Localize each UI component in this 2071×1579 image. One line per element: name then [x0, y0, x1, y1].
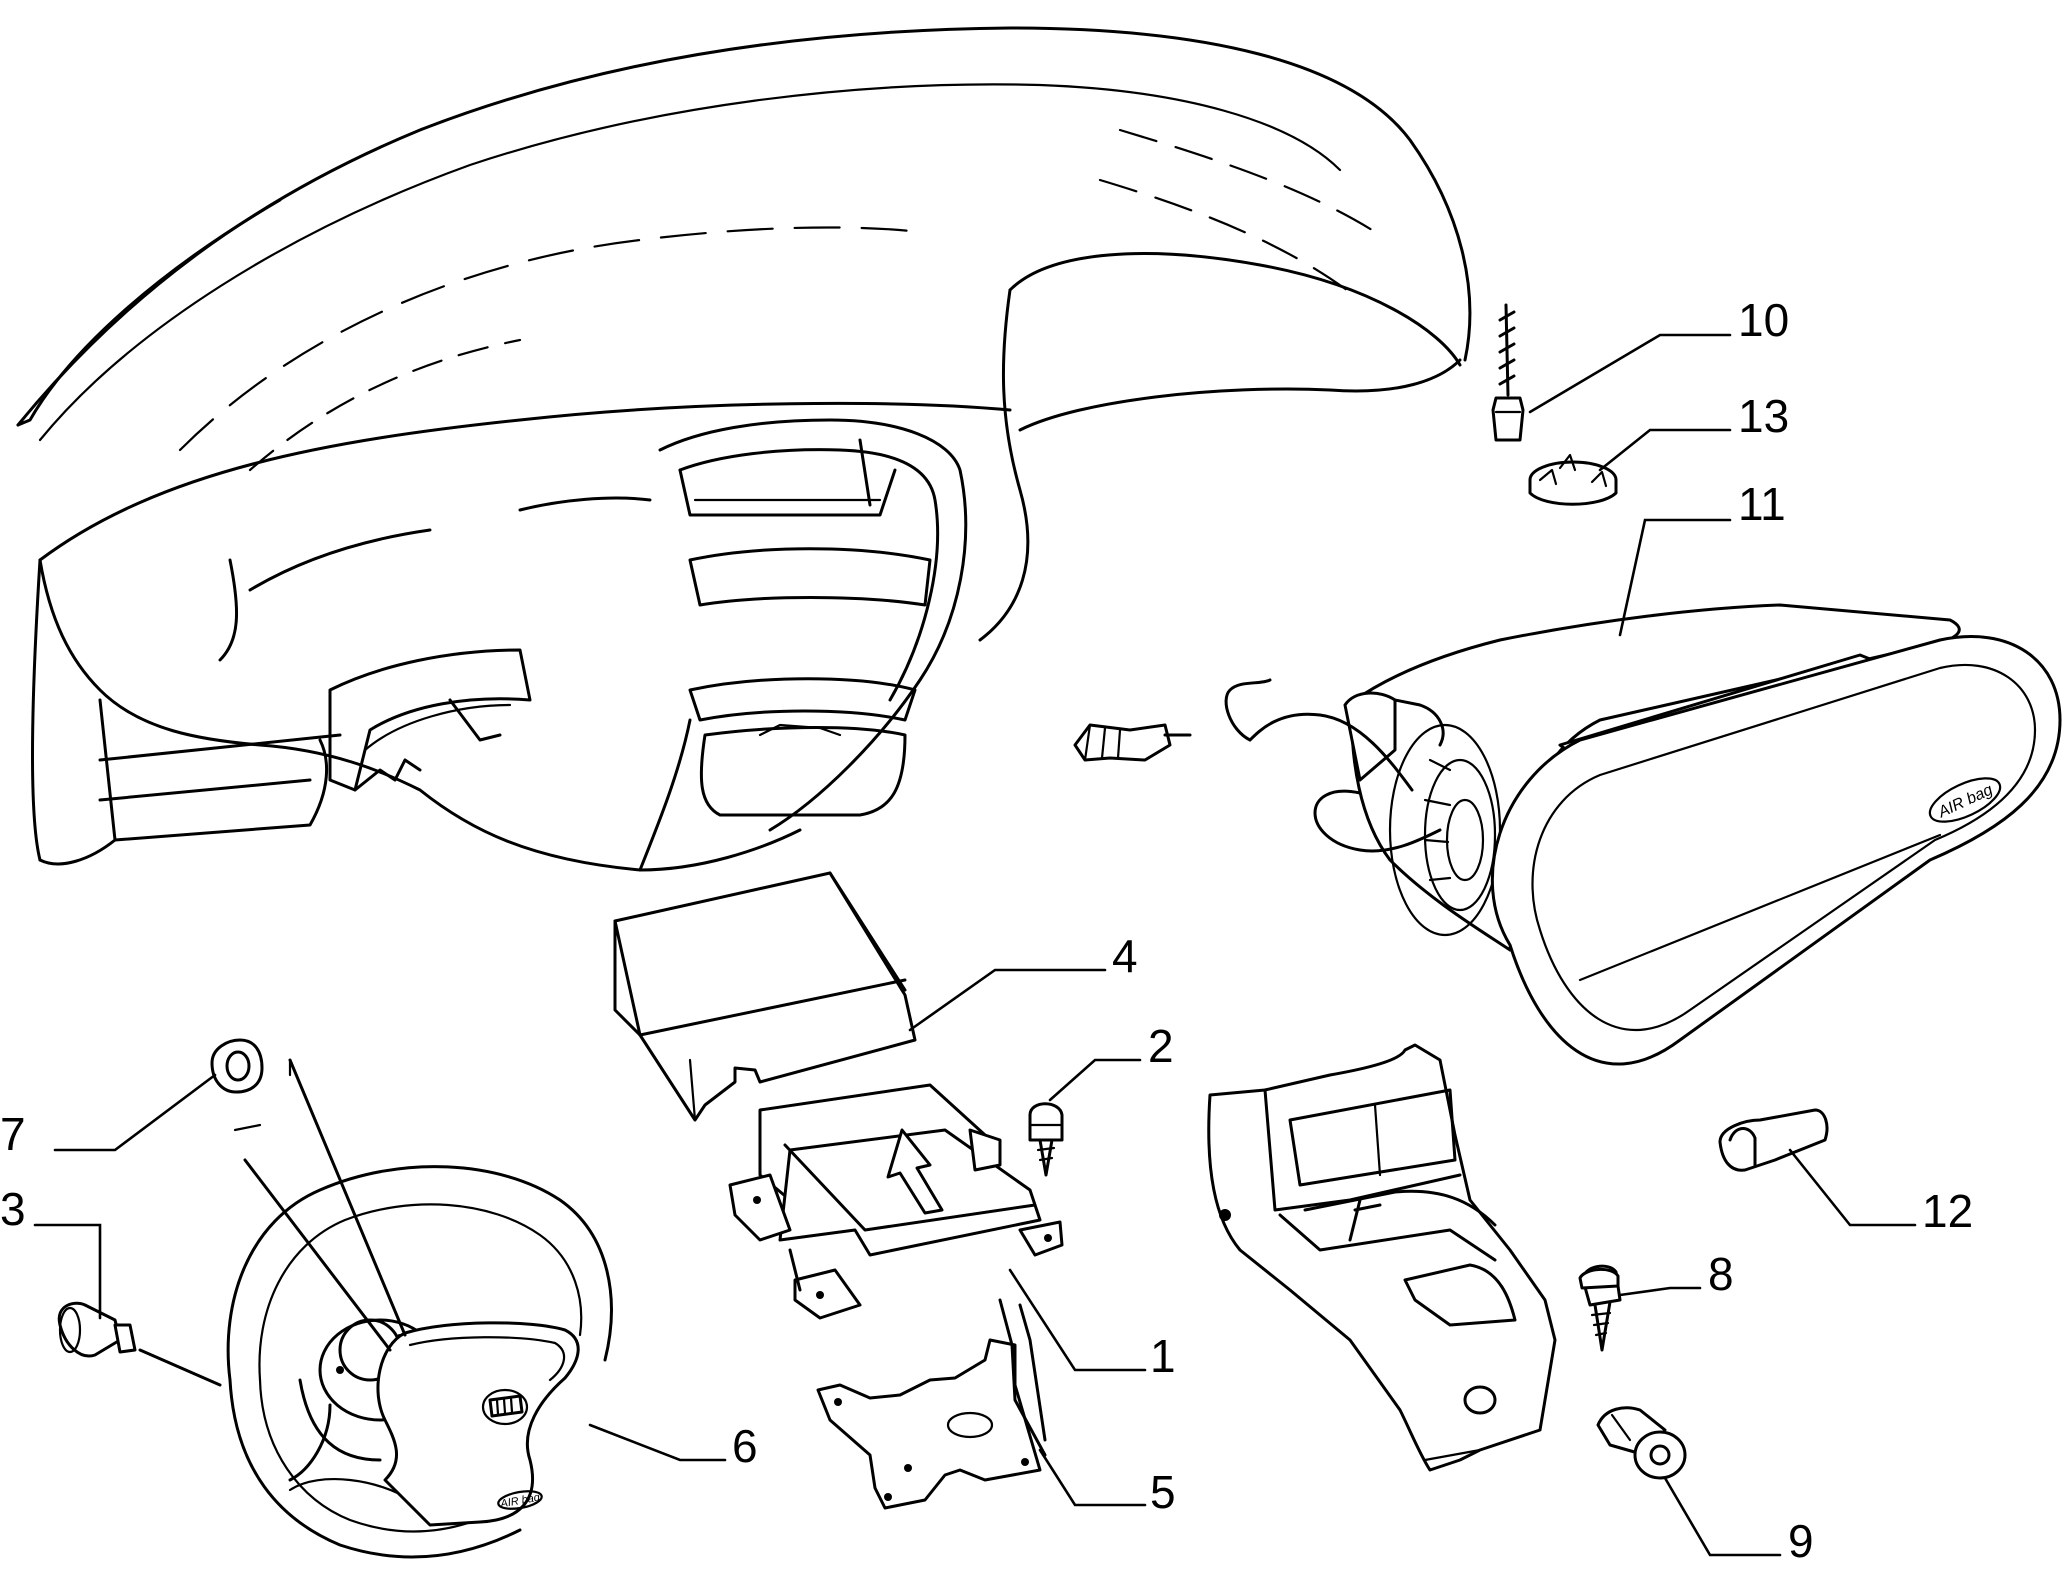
cap-clip-13 — [1528, 453, 1618, 506]
mounting-bracket-5 — [816, 1298, 1047, 1510]
dashboard-outline — [16, 26, 1472, 872]
screw-10 — [1491, 303, 1525, 442]
plug-9 — [1596, 1406, 1687, 1480]
callout-12: 12 — [1922, 1185, 1973, 1237]
callout-labels: 10 13 11 4 2 1 5 6 7 3 12 8 9 — [0, 294, 1973, 1567]
clip-12 — [1718, 1108, 1829, 1172]
callout-7: 7 — [0, 1108, 26, 1160]
callout-6: 6 — [732, 1420, 758, 1472]
callout-1: 1 — [1150, 1330, 1176, 1382]
callout-11: 11 — [1738, 478, 1786, 530]
callout-8: 8 — [1708, 1248, 1734, 1300]
callout-2: 2 — [1148, 1020, 1174, 1072]
steering-wheel-6: AIR bag — [138, 1058, 613, 1559]
callout-5: 5 — [1150, 1466, 1176, 1518]
console-trim — [1207, 1043, 1557, 1472]
cover-4 — [613, 871, 917, 1122]
passenger-airbag-11: AIR bag — [1073, 603, 2062, 1066]
callout-9: 9 — [1788, 1515, 1814, 1567]
callout-10: 10 — [1738, 294, 1789, 346]
callout-4: 4 — [1112, 930, 1138, 982]
washer-7 — [210, 1038, 264, 1094]
screw-8 — [1578, 1264, 1622, 1352]
control-unit-1 — [728, 1083, 1064, 1320]
callout-leaders — [33, 333, 1917, 1557]
callout-3: 3 — [0, 1183, 26, 1235]
bolt-2 — [1028, 1102, 1064, 1177]
callout-13: 13 — [1738, 390, 1789, 442]
bolt-3 — [57, 1301, 137, 1358]
